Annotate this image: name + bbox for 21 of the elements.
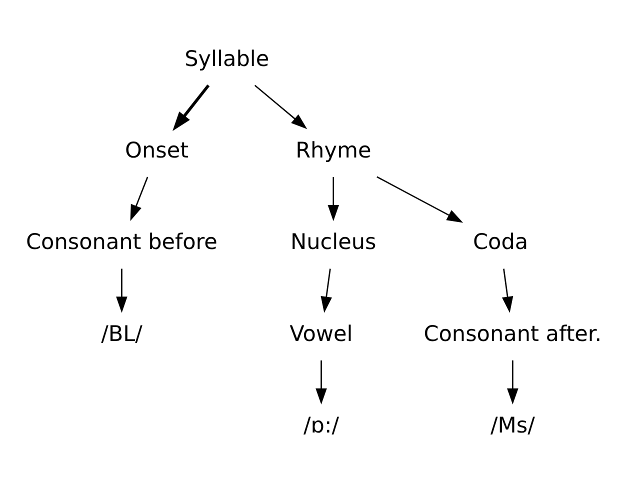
node-text: Consonant after. — [424, 321, 602, 346]
node-text: Onset — [125, 138, 189, 163]
arrow — [172, 84, 210, 130]
node-text: Coda — [472, 230, 528, 255]
node-text: /ɒ:/ — [304, 412, 339, 438]
arrow — [130, 176, 148, 221]
arrow — [320, 268, 332, 312]
arrow — [507, 360, 518, 404]
arrow — [316, 360, 327, 404]
node-text: Vowel — [290, 321, 353, 346]
arrow — [328, 176, 340, 221]
node-text: Rhyme — [296, 138, 372, 163]
node-text: /Ms/ — [490, 412, 535, 438]
arrow — [376, 176, 464, 222]
node-text: Nucleus — [290, 230, 376, 255]
arrow — [116, 268, 128, 312]
node-text: Syllable — [184, 46, 270, 72]
arrow — [502, 268, 514, 312]
arrow — [254, 84, 308, 129]
node-text: /BL/ — [101, 321, 142, 346]
node-text: Consonant before — [26, 230, 218, 255]
